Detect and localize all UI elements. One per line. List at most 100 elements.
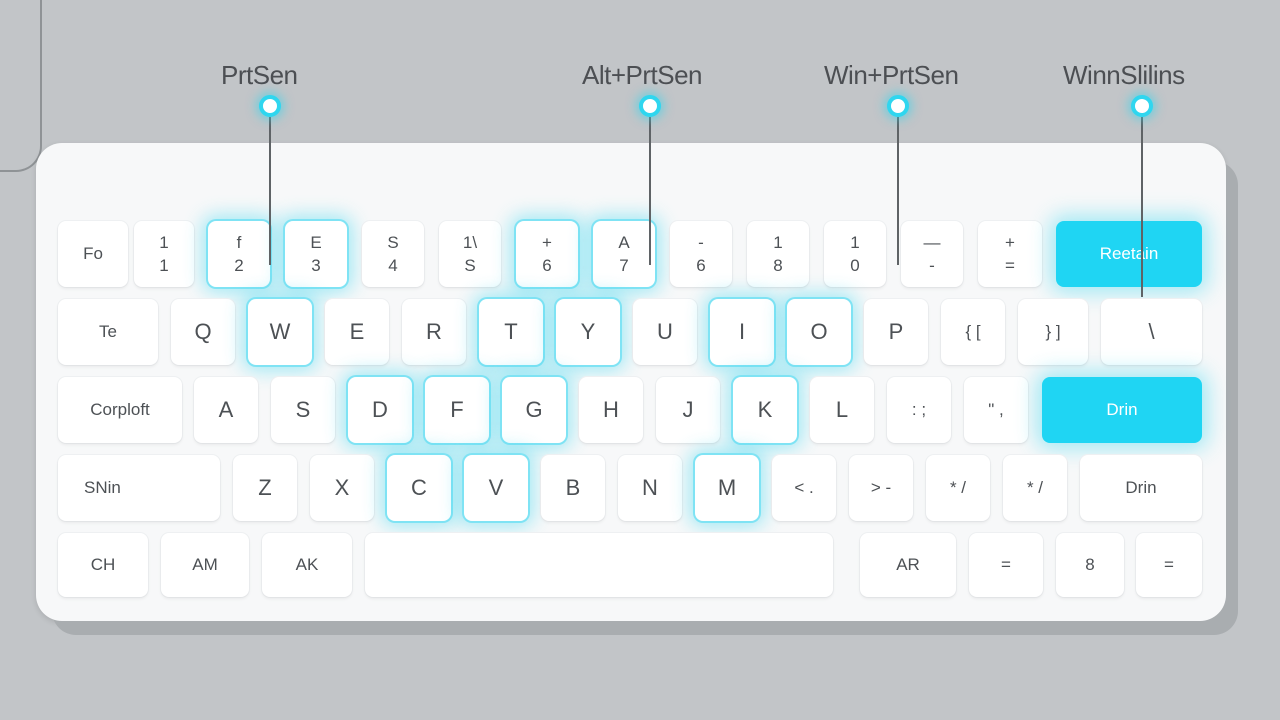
key-x[interactable]: X [310, 455, 374, 521]
key-9-bottom: 8 [773, 256, 783, 275]
key-k[interactable]: K [733, 377, 797, 443]
key-comma[interactable]: < . [772, 455, 836, 521]
key-c[interactable]: C [387, 455, 451, 521]
key-l[interactable]: L [810, 377, 874, 443]
key-6[interactable]: +6 [516, 221, 578, 287]
key-e[interactable]: E [325, 299, 389, 365]
key-caps-lock[interactable]: Corploft [58, 377, 182, 443]
key-o[interactable]: O [787, 299, 851, 365]
key-5-top: 1\ [462, 233, 478, 252]
key-y[interactable]: Y [556, 299, 620, 365]
key-g[interactable]: G [502, 377, 566, 443]
key-left-shift[interactable]: SNin [58, 455, 220, 521]
key-ctrl-right[interactable]: = [1136, 533, 1202, 597]
key-equals[interactable]: += [978, 221, 1042, 287]
key-space[interactable] [365, 533, 833, 597]
key-3-top: E [310, 233, 322, 252]
key-r[interactable]: R [402, 299, 466, 365]
key-fn[interactable]: = [969, 533, 1043, 597]
key-8-bottom: 6 [696, 256, 706, 275]
key-a[interactable]: A [194, 377, 258, 443]
callout-dot-win-prtscn [887, 95, 909, 117]
callout-label-win-shift-s: WinnSlilins [1063, 60, 1185, 90]
key-v[interactable]: V [464, 455, 528, 521]
callout-dot-prtscn [259, 95, 281, 117]
key-3-bottom: 3 [311, 256, 321, 275]
key-0-bottom: 0 [850, 256, 860, 275]
key-q[interactable]: Q [171, 299, 235, 365]
key-i[interactable]: I [710, 299, 774, 365]
key-alt-gr[interactable]: AK [262, 533, 352, 597]
key-backslash[interactable]: \ [1101, 299, 1202, 365]
key-7-bottom: 7 [619, 256, 629, 275]
key-5-bottom: S [464, 256, 476, 275]
key-0-top: 1 [850, 233, 860, 252]
key-ctrl[interactable]: CH [58, 533, 148, 597]
key-semicolon[interactable]: : ; [887, 377, 951, 443]
key-minus[interactable]: —- [901, 221, 963, 287]
key-4-bottom: 4 [388, 256, 398, 275]
callout-dot-win-shift-s [1131, 95, 1153, 117]
key-s[interactable]: S [271, 377, 335, 443]
key-alt-left[interactable]: AM [161, 533, 249, 597]
key-left-bracket[interactable]: { [ [941, 299, 1005, 365]
callout-label-prtscn: PrtSen [221, 60, 298, 90]
key-8-top: - [698, 233, 704, 252]
key-d[interactable]: D [348, 377, 412, 443]
key-5[interactable]: 1\ S [439, 221, 501, 287]
key-p[interactable]: P [864, 299, 928, 365]
key-tab[interactable]: Te [58, 299, 158, 365]
key-enter[interactable]: Drin [1042, 377, 1202, 443]
key-6-bottom: 6 [542, 256, 552, 275]
callout-line-win-prtscn [897, 117, 899, 265]
key-right-shift[interactable]: Drin [1080, 455, 1202, 521]
callout-line-win-shift-s [1141, 117, 1143, 297]
callout-dot-alt-prtscn [639, 95, 661, 117]
key-period[interactable]: > - [849, 455, 913, 521]
key-t[interactable]: T [479, 299, 543, 365]
key-equals-bottom: = [1005, 256, 1015, 275]
key-alt-right[interactable]: AR [860, 533, 956, 597]
background-curve [0, 0, 42, 172]
key-j[interactable]: J [656, 377, 720, 443]
key-slash[interactable]: * / [926, 455, 990, 521]
key-4-top: S [387, 233, 399, 252]
key-esc[interactable]: Fo [58, 221, 128, 287]
callout-label-alt-prtscn: Alt+PrtSen [582, 60, 703, 90]
key-minus-top: — [923, 233, 941, 252]
key-2-top: f [236, 233, 242, 252]
callout-line-alt-prtscn [649, 117, 651, 265]
key-6-top: + [542, 233, 552, 252]
key-quote[interactable]: " , [964, 377, 1028, 443]
key-f[interactable]: F [425, 377, 489, 443]
callout-label-win-prtscn: Win+PrtSen [824, 60, 959, 90]
key-2-bottom: 2 [234, 256, 244, 275]
key-1-top: 1 [159, 233, 169, 252]
key-7-top: A [618, 233, 630, 252]
key-8[interactable]: -6 [670, 221, 732, 287]
key-w[interactable]: W [248, 299, 312, 365]
key-minus-bottom: - [929, 256, 935, 275]
key-slash-2[interactable]: * / [1003, 455, 1067, 521]
key-h[interactable]: H [579, 377, 643, 443]
key-z[interactable]: Z [233, 455, 297, 521]
key-1-bottom: 1 [159, 256, 169, 275]
key-n[interactable]: N [618, 455, 682, 521]
key-u[interactable]: U [633, 299, 697, 365]
key-right-bracket[interactable]: } ] [1018, 299, 1088, 365]
key-b[interactable]: B [541, 455, 605, 521]
key-menu[interactable]: 8 [1056, 533, 1124, 597]
key-9-top: 1 [773, 233, 783, 252]
key-m[interactable]: M [695, 455, 759, 521]
callout-line-prtscn [269, 117, 271, 265]
key-equals-top: + [1005, 233, 1015, 252]
key-backspace[interactable]: Reetain [1056, 221, 1202, 287]
